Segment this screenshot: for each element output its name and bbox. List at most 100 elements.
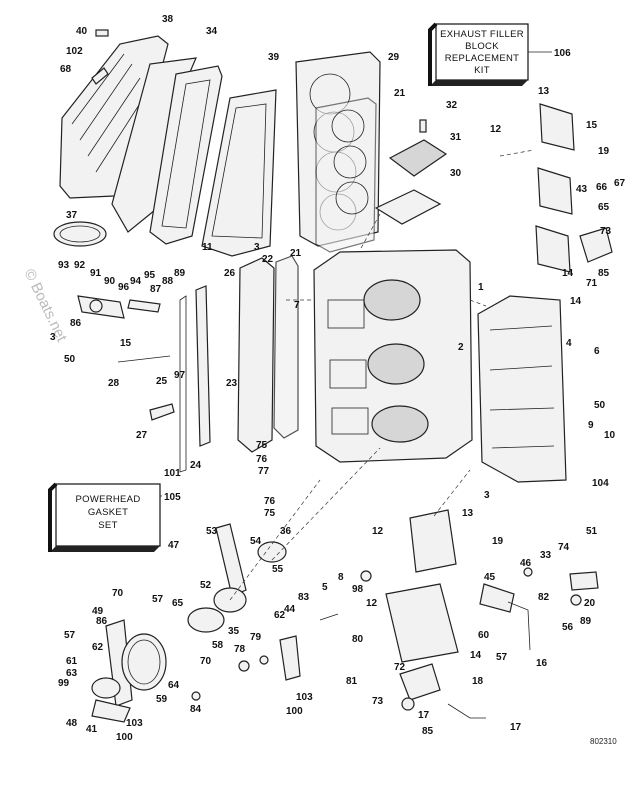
part-label-57: 57 [496,652,508,663]
part-label-9: 9 [588,420,594,431]
part-label-14: 14 [470,650,482,661]
watermark-text-left: © Boats.net [20,266,70,345]
part-label-14: 14 [570,296,582,307]
part-label-98: 98 [352,584,364,595]
part-label-27: 27 [136,430,148,441]
part-label-99: 99 [58,678,70,689]
part-label-29: 29 [388,52,400,63]
part-label-62: 62 [92,642,104,653]
part-label-93: 93 [58,260,70,271]
cylinder-block [313,249,567,483]
part-label-65: 65 [172,598,184,609]
part-label-19: 19 [492,536,504,547]
part-label-59: 59 [156,694,168,705]
part-label-87: 87 [150,284,162,295]
part-label-70: 70 [200,656,212,667]
part-label-104: 104 [592,478,609,489]
intake-assembly [319,509,599,719]
exhaust-box-line-3: REPLACEMENT [445,53,520,64]
part-label-1: 1 [478,282,484,293]
part-label-2: 2 [458,342,464,353]
part-label-14: 14 [562,268,574,279]
part-label-28: 28 [108,378,120,389]
part-label-60: 60 [478,630,490,641]
throttle-linkage [77,295,175,421]
side-plates [179,255,299,473]
part-label-90: 90 [104,276,116,287]
part-label-12: 12 [372,526,384,537]
part-label-55: 55 [272,564,284,575]
powerhead-box-line-3: SET [98,520,117,531]
part-label-86: 86 [96,616,108,627]
part-label-12: 12 [366,598,378,609]
part-label-48: 48 [66,718,78,729]
powerhead-gasket-box: POWERHEAD GASKET SET 105 [48,482,181,552]
part-label-63: 63 [66,668,78,679]
exhaust-filler-box: EXHAUST FILLER BLOCK REPLACEMENT KIT 106 [428,22,571,86]
part-label-75: 75 [264,508,276,519]
part-label-51: 51 [586,526,598,537]
part-label-25: 25 [156,376,168,387]
part-label-75: 75 [256,440,268,451]
part-label-5: 5 [322,582,328,593]
part-label-74: 74 [558,542,570,553]
part-label-15: 15 [586,120,598,131]
part-label-3: 3 [50,332,56,343]
part-label-56: 56 [562,622,574,633]
part-label-41: 41 [86,724,98,735]
part-label-19: 19 [598,146,610,157]
watermarks: © Boats.net [20,266,70,345]
part-label-89: 89 [580,616,592,627]
part-label-39: 39 [268,52,280,63]
part-label-76: 76 [264,496,276,507]
part-label-84: 84 [190,704,202,715]
part-label-38: 38 [162,14,174,25]
part-label-23: 23 [226,378,238,389]
part-label-18: 18 [472,676,484,687]
part-label-32: 32 [446,100,458,111]
part-label-85: 85 [422,726,434,737]
exhaust-box-line-2: BLOCK [465,41,499,52]
part-label-21: 21 [290,248,302,259]
powerhead-box-number: 105 [164,492,181,503]
part-label-6: 6 [594,346,600,357]
part-label-73: 73 [600,226,612,237]
part-label-26: 26 [224,268,236,279]
part-label-36: 36 [280,526,292,537]
drawing-code: 802310 [590,737,617,746]
part-label-44: 44 [284,604,296,615]
part-label-53: 53 [206,526,218,537]
part-label-100: 100 [286,706,303,717]
part-label-103: 103 [126,718,143,729]
part-label-66: 66 [596,182,608,193]
part-label-65: 65 [598,202,610,213]
part-label-16: 16 [536,658,548,669]
part-label-64: 64 [168,680,180,691]
part-label-20: 20 [584,598,596,609]
part-label-46: 46 [520,558,532,569]
exhaust-box-number: 106 [554,48,571,59]
part-label-92: 92 [74,260,86,271]
part-label-79: 79 [250,632,262,643]
part-label-24: 24 [190,460,202,471]
part-label-70: 70 [112,588,124,599]
powerhead-box-line-2: GASKET [88,507,128,518]
part-label-80: 80 [352,634,364,645]
part-label-21: 21 [394,88,406,99]
part-label-67: 67 [614,178,626,189]
part-label-82: 82 [538,592,550,603]
exhaust-box-line-4: KIT [474,65,490,76]
part-label-102: 102 [66,46,83,57]
part-label-101: 101 [164,468,181,479]
part-label-17: 17 [418,710,430,721]
part-label-50: 50 [594,400,606,411]
part-label-61: 61 [66,656,78,667]
part-label-54: 54 [250,536,262,547]
part-label-57: 57 [64,630,76,641]
part-label-89: 89 [174,268,186,279]
part-label-31: 31 [450,132,462,143]
part-label-34: 34 [206,26,218,37]
part-label-3: 3 [254,242,260,253]
part-label-13: 13 [462,508,474,519]
